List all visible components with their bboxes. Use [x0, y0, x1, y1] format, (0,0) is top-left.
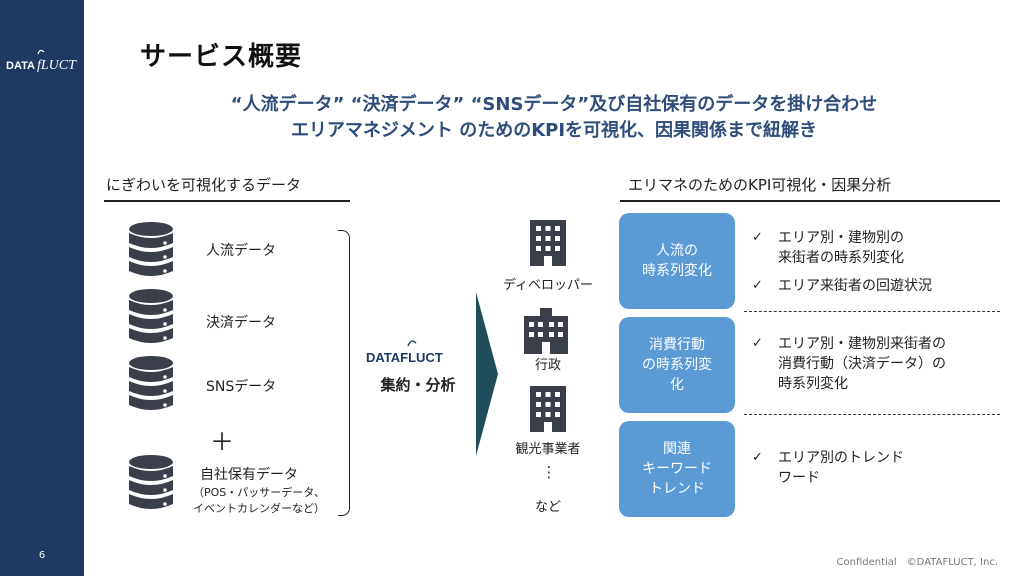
source-sub-line-1: （POS・パッサーデータ、	[193, 486, 325, 499]
footer-copyright: Confidential ©DATAFLUCT, Inc.	[836, 557, 999, 568]
check-icon: ✓	[752, 230, 763, 245]
svg-text:DATAFLUCT: DATAFLUCT	[366, 350, 443, 365]
kpi-box-line: 関連	[663, 441, 691, 457]
svg-text:DATA: DATA	[6, 60, 35, 72]
user-label-government: 行政	[534, 358, 561, 373]
check-icon: ✓	[752, 336, 763, 351]
kpi-box-line: 時系列変化	[642, 263, 712, 279]
bracket	[338, 230, 350, 516]
user-label-developer: ディベロッパー	[502, 278, 594, 293]
source-label-payment: 決済データ	[206, 315, 276, 331]
kpi-box-people-flow: 人流の 時系列変化	[619, 213, 735, 309]
headline-line-2: エリアマネジメント のためのKPIを可視化、因果関係まで紐解き	[290, 120, 818, 141]
datafluct-logo: DATA fLUCT	[6, 49, 77, 73]
right-section-title: エリマネのためのKPI可視化・因果分析	[628, 176, 892, 194]
right-section-underline	[620, 200, 1000, 202]
check-icon: ✓	[752, 278, 763, 293]
dashed-divider	[744, 311, 1000, 312]
source-label-people-flow: 人流データ	[206, 243, 276, 259]
check-item-text: エリア別・建物別来街者の 消費行動（決済データ）の 時系列変化	[778, 336, 946, 392]
page-number: 6	[38, 550, 46, 561]
kpi-box-line: キーワード	[642, 461, 712, 477]
source-sub-line-2: イベントカレンダーなど）	[193, 502, 325, 515]
check-item-text: エリア別のトレンド ワード	[778, 450, 904, 486]
sidebar: DATA fLUCT 6	[0, 0, 84, 576]
user-label-etc: など	[534, 500, 561, 515]
kpi-box-line: 化	[670, 377, 684, 393]
office-building-icon	[530, 386, 566, 432]
left-section-underline	[104, 200, 350, 202]
database-icon	[129, 289, 173, 343]
source-label-sns: SNSデータ	[206, 379, 277, 395]
kpi-box-line: の時系列変	[642, 357, 712, 373]
check-item-text: エリア来街者の回遊状況	[778, 278, 932, 294]
government-building-icon	[524, 308, 568, 354]
check-item-text: エリア別・建物別の 来街者の時系列変化	[778, 230, 904, 266]
check-icon: ✓	[752, 450, 763, 465]
kpi-box-line: トレンド	[649, 481, 705, 497]
database-icon	[129, 356, 173, 410]
datafluct-logo: DATAFLUCT	[366, 340, 443, 365]
vertical-ellipsis: ⋮	[541, 463, 557, 481]
left-section-title: にぎわいを可視化するデータ	[106, 176, 302, 194]
database-icon	[129, 455, 173, 509]
kpi-box-line: 人流の	[656, 243, 698, 259]
dashed-divider	[744, 414, 1000, 415]
aggregate-analyze-label: 集約・分析	[380, 376, 456, 394]
user-label-tourism: 観光事業者	[515, 442, 581, 457]
arrow-right-icon	[476, 292, 498, 456]
plus-sign: ＋	[210, 428, 234, 456]
svg-text:fLUCT: fLUCT	[37, 58, 77, 73]
office-building-icon	[530, 220, 566, 266]
source-label-own-data: 自社保有データ	[200, 467, 298, 483]
page-title: サービス概要	[140, 42, 303, 72]
kpi-box-line: 消費行動	[649, 337, 705, 353]
database-icon	[129, 222, 173, 276]
kpi-box-trend: 関連 キーワード トレンド	[619, 421, 735, 517]
kpi-box-consumption: 消費行動 の時系列変 化	[619, 317, 735, 413]
headline-line-1: “人流データ” “決済データ” “SNSデータ”及び自社保有のデータを掛け合わせ	[230, 94, 878, 115]
